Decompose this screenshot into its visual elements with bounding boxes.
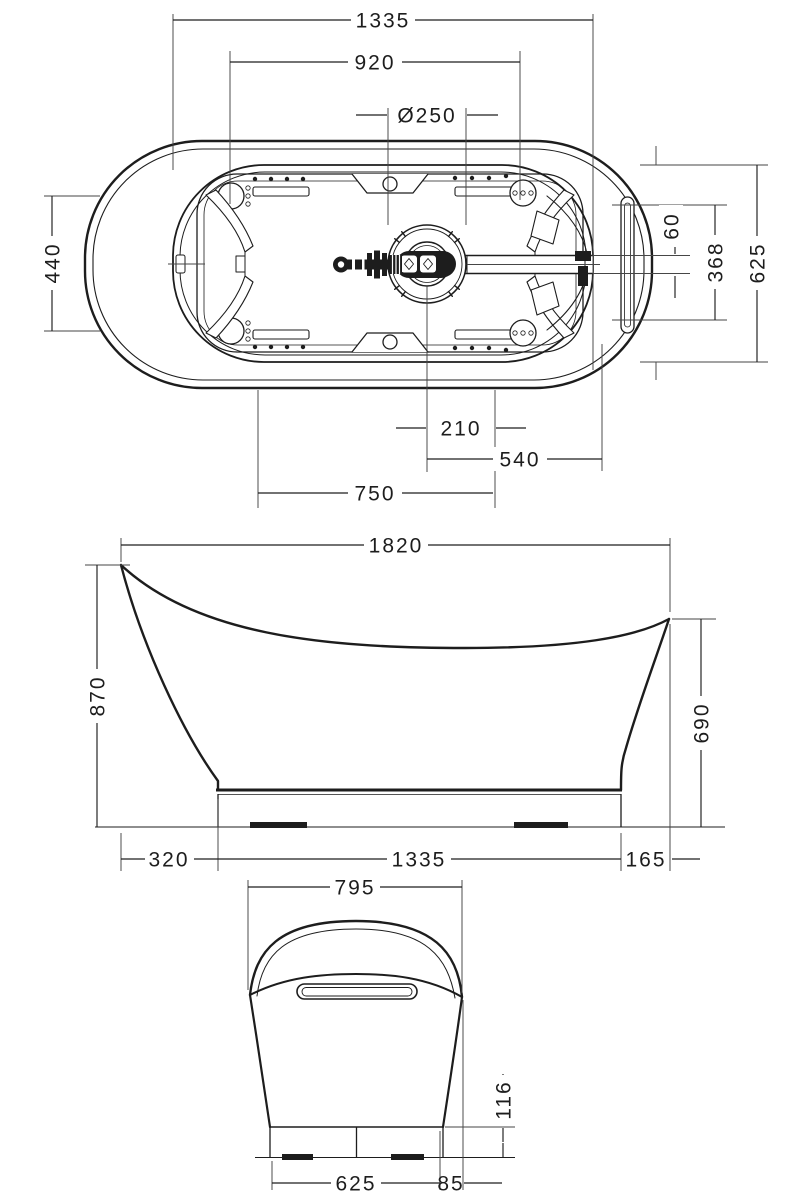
dim-label: 870 xyxy=(87,675,110,716)
dim-end-overall-width: 795 xyxy=(248,875,462,900)
dim-end-overhang: 85 xyxy=(437,1173,502,1196)
dim-label: 690 xyxy=(691,702,714,743)
dim-label: 1335 xyxy=(392,849,447,872)
side-profile xyxy=(95,563,725,828)
dim-top-outlet-offset: 368 xyxy=(703,205,728,320)
dim-side-overall-length: 1820 xyxy=(121,533,670,558)
dim-end-plinth-height: 116 xyxy=(492,1074,516,1157)
dim-label: 795 xyxy=(334,877,375,900)
side-extension-lines xyxy=(85,538,716,871)
side-view: 1820 870 690 320 1335 xyxy=(85,533,725,872)
dim-side-base-length: 1335 xyxy=(218,847,621,872)
dim-end-base-width: 625 xyxy=(272,1171,440,1196)
dim-side-overhang-head: 320 xyxy=(121,848,218,872)
dim-label: 625 xyxy=(747,242,770,283)
frame-bracket-left xyxy=(168,189,254,339)
dim-top-rim-width: 625 xyxy=(745,165,770,362)
dim-top-overall-length: 1335 xyxy=(173,8,593,33)
dim-top-drain-diameter: Ø250 xyxy=(356,105,498,128)
dim-label: 1820 xyxy=(369,535,424,558)
overflow-slot-front xyxy=(296,983,418,1000)
plan-extension-lines xyxy=(44,14,768,508)
waste-pipe-right xyxy=(444,251,690,286)
end-extension-lines xyxy=(247,880,515,1190)
dim-top-floor-length: 750 xyxy=(258,481,493,506)
end-view: 795 116 625 85 xyxy=(247,875,516,1196)
dim-side-height-foot: 690 xyxy=(689,619,714,827)
dim-top-inner-length: 920 xyxy=(230,50,520,75)
dim-label: 85 xyxy=(437,1173,464,1196)
waste-pipe-left xyxy=(333,250,402,279)
dim-label: 1335 xyxy=(356,10,411,33)
dim-label: 920 xyxy=(354,52,395,75)
end-profile xyxy=(248,919,515,1160)
top-view: 1335 920 Ø250 440 60 xyxy=(40,8,770,508)
dim-label: Ø250 xyxy=(397,105,456,128)
dim-top-drain-to-end: 540 xyxy=(427,447,602,472)
dim-top-drain-offset: 210 xyxy=(396,418,526,441)
frame-drain-holes xyxy=(252,173,509,353)
overflow-slot-plan xyxy=(620,196,635,334)
dim-side-overhang-foot: 165 xyxy=(625,849,700,872)
dim-label: 210 xyxy=(440,418,481,441)
dim-label: 625 xyxy=(335,1173,376,1196)
dim-side-height-head: 870 xyxy=(85,565,110,827)
dim-label: 368 xyxy=(705,241,728,282)
dim-label: 165 xyxy=(625,849,666,872)
dim-label: 440 xyxy=(42,242,65,283)
dim-top-frame-width: 440 xyxy=(40,196,65,331)
dim-label: 320 xyxy=(148,849,189,872)
dim-label: 116 xyxy=(493,1080,516,1119)
dim-top-outlet-width: 60 xyxy=(659,205,684,298)
plan-support-frame xyxy=(168,173,635,353)
dim-label: 540 xyxy=(499,449,540,472)
dim-label: 60 xyxy=(661,212,684,239)
drain-assembly xyxy=(387,224,467,304)
dim-label: 750 xyxy=(354,483,395,506)
frame-bracket-right xyxy=(526,189,589,339)
